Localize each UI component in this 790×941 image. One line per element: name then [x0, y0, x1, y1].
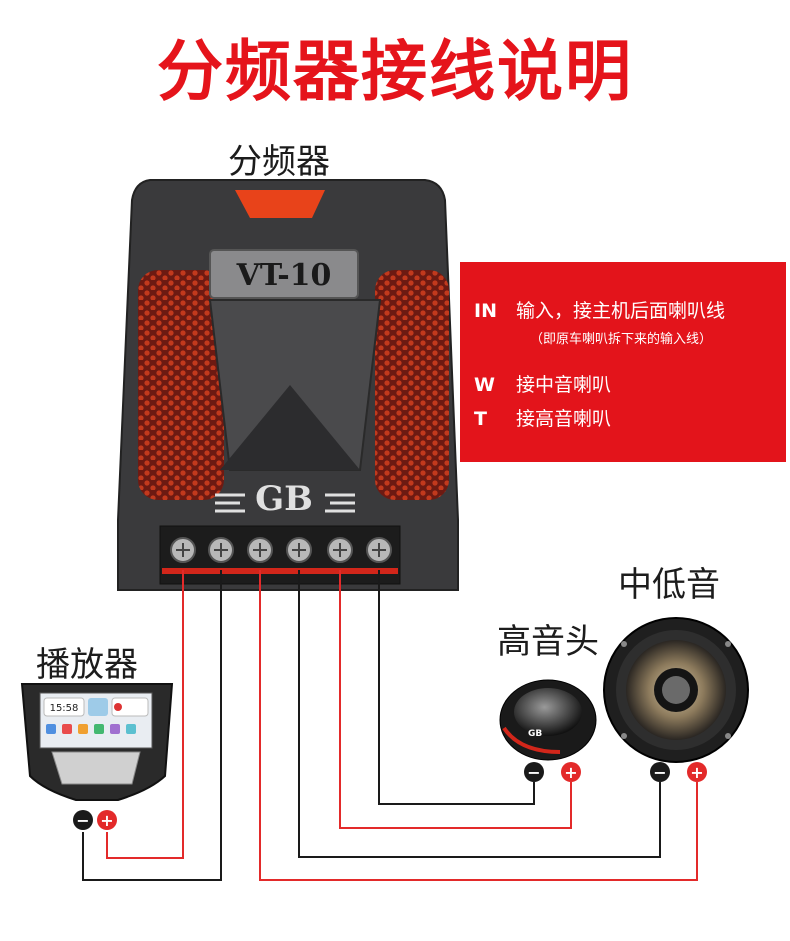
tweeter-label: 高音头: [497, 622, 599, 662]
info-t-row: T 接高音喇叭: [474, 404, 611, 431]
minus-terminal-icon: −: [76, 811, 89, 830]
info-w-row: W 接中音喇叭: [474, 370, 611, 397]
wires: [82, 570, 698, 881]
wire-player-positive: [106, 570, 184, 859]
tweeter-brand: GB: [528, 729, 542, 739]
left-grille: [138, 270, 224, 500]
terminal-screw-5: [327, 537, 353, 563]
info-w-key: W: [474, 374, 495, 396]
terminal-screw-4: [286, 537, 312, 563]
plus-terminal-icon: +: [690, 763, 703, 782]
terminal-screw-1: [170, 537, 196, 563]
plus-terminal-icon: +: [564, 763, 577, 782]
minus-terminal-icon: −: [527, 763, 540, 782]
woofer-speaker: [603, 617, 749, 763]
crossover-label: 分频器: [228, 142, 330, 182]
model-badge-text: VT-10: [236, 258, 332, 293]
minus-terminal-icon: −: [653, 763, 666, 782]
head-unit-time: 15:58: [50, 703, 79, 714]
info-t-key: T: [474, 408, 487, 430]
wire-woofer-negative: [298, 570, 661, 858]
right-grille: [375, 270, 449, 500]
info-in-note: （即原车喇叭拆下来的输入线）: [530, 332, 713, 347]
info-in-text: 输入，接主机后面喇叭线: [516, 300, 726, 322]
head-unit: 15:58: [20, 683, 174, 801]
info-t-text: 接高音喇叭: [516, 408, 612, 430]
terminal-block: [159, 525, 401, 585]
woofer-negative-terminal: −: [650, 762, 670, 782]
brand-logo: GB: [255, 479, 313, 519]
terminal-screw-3: [247, 537, 273, 563]
player-negative-terminal: −: [73, 810, 93, 830]
woofer-label: 中低音: [618, 565, 720, 605]
tweeter-positive-terminal: +: [561, 762, 581, 782]
crossover-unit: VT-10 GB: [117, 179, 459, 591]
top-accent: [235, 190, 325, 218]
woofer-positive-terminal: +: [687, 762, 707, 782]
center-v-panel: [220, 385, 360, 470]
terminal-screws: [170, 537, 392, 563]
page-title: 分频器接线说明: [157, 33, 633, 110]
terminal-screw-2: [208, 537, 234, 563]
plus-terminal-icon: +: [100, 811, 113, 830]
info-w-text: 接中音喇叭: [516, 374, 612, 396]
tweeter-speaker: GB: [499, 679, 597, 761]
wire-player-negative: [82, 570, 222, 881]
model-badge: [209, 249, 359, 299]
player-label: 播放器: [36, 645, 138, 685]
polarity-markers: − + − + − +: [73, 762, 707, 830]
info-box: IN 输入，接主机后面喇叭线 （即原车喇叭拆下来的输入线） W 接中音喇叭 T …: [460, 262, 786, 462]
wire-tweeter-positive: [339, 570, 572, 829]
wire-tweeter-negative: [378, 570, 535, 805]
wire-woofer-positive: [259, 570, 698, 881]
player-positive-terminal: +: [97, 810, 117, 830]
tweeter-negative-terminal: −: [524, 762, 544, 782]
info-in-row: IN 输入，接主机后面喇叭线: [474, 296, 725, 323]
terminal-screw-6: [366, 537, 392, 563]
info-in-key: IN: [474, 300, 497, 322]
